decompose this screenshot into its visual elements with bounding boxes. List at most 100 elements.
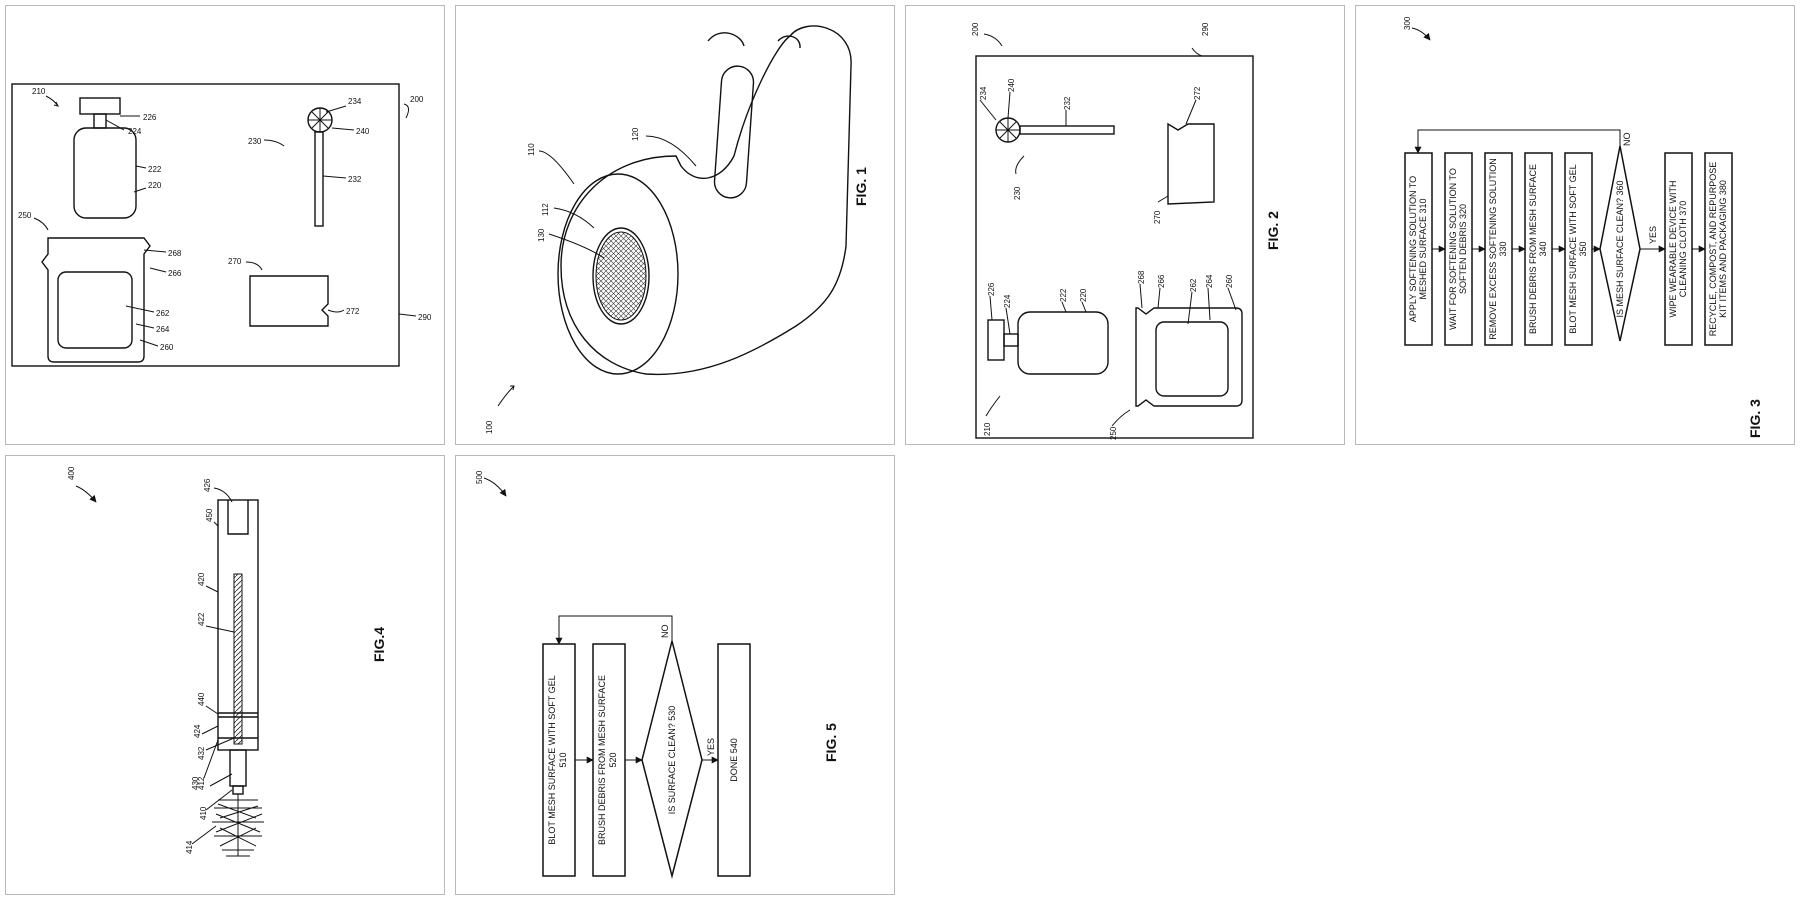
ref-430: 430: [191, 776, 200, 790]
fig2-ref-232: 232: [1063, 96, 1072, 110]
fig2-bottle: [987, 311, 1109, 375]
svg-text:350: 350: [1578, 241, 1588, 256]
ref-422: 422: [197, 612, 206, 626]
panel-fig2: 200 290 234 240 232 230 272 270 226 224 …: [905, 5, 1345, 445]
ref-226: 226: [143, 113, 157, 122]
fig5-ref-500: 500: [475, 470, 484, 484]
fig3-ref-300: 300: [1403, 16, 1412, 30]
svg-text:APPLY SOFTENING SOLUTION TO: APPLY SOFTENING SOLUTION TO: [1408, 176, 1418, 322]
fig2-gel-container: [1135, 307, 1243, 407]
ref-400: 400: [67, 466, 76, 480]
kit-overview-drawing: 210 226 224 222 220 230 234 240 232 200 …: [11, 83, 432, 367]
fig3-step-380: RECYCLE, COMPOST, AND REPURPOSE KIT ITEM…: [1704, 152, 1733, 346]
fig3-step-330: REMOVE EXCESS SOFTENING SOLUTION 330: [1484, 152, 1513, 346]
fig2-ref-260: 260: [1225, 274, 1234, 288]
ref-220: 220: [148, 181, 162, 190]
fig2-brush: [995, 117, 1115, 143]
ref-110: 110: [527, 143, 536, 156]
svg-text:BRUSH DEBRIS FROM MESH SURFACE: BRUSH DEBRIS FROM MESH SURFACE: [1528, 164, 1538, 334]
ref-272: 272: [346, 307, 360, 316]
fig1-leaders: [497, 135, 697, 407]
ref-200: 200: [410, 95, 424, 104]
gel-container-260: [41, 237, 151, 363]
fig2-ref-234: 234: [979, 86, 988, 100]
ref-270: 270: [228, 257, 242, 266]
ref-420: 420: [197, 572, 206, 586]
fig4-brush-drawing: 400 426 450 420 422 440 424 432 412 430 …: [67, 466, 387, 857]
svg-text:KIT ITEMS AND PACKAGING 380: KIT ITEMS AND PACKAGING 380: [1718, 180, 1728, 318]
fig5-label: FIG. 5: [823, 723, 839, 762]
fig3-yes-label: YES: [1648, 226, 1658, 244]
fig2-ref-240: 240: [1007, 78, 1016, 92]
fig3-step-310: APPLY SOFTENING SOLUTION TO MESHED SURFA…: [1404, 152, 1433, 346]
ref-432: 432: [197, 746, 206, 760]
fig5-flowchart: 500 BLOT MESH SURFACE WITH SOFT GEL 510 …: [475, 470, 839, 879]
fig2-ref-266: 266: [1157, 274, 1166, 288]
fig2-ref-262: 262: [1189, 278, 1198, 292]
fig3-step-350: BLOT MESH SURFACE WITH SOFT GEL 350: [1564, 152, 1593, 346]
ref-230: 230: [248, 137, 262, 146]
ref-234: 234: [348, 97, 362, 106]
fig3-no-label: NO: [1622, 133, 1632, 147]
svg-text:BRUSH DEBRIS FROM MESH SURFACE: BRUSH DEBRIS FROM MESH SURFACE: [597, 675, 607, 845]
svg-text:510: 510: [558, 752, 568, 767]
fig2-ref-226: 226: [987, 282, 996, 296]
fig4-label: FIG.4: [371, 627, 387, 662]
fig5-decision-530: IS SURFACE CLEAN? 530: [641, 640, 703, 879]
svg-text:REMOVE EXCESS SOFTENING SOLUTI: REMOVE EXCESS SOFTENING SOLUTION: [1488, 158, 1498, 340]
fig3-step-370: WIPE WEARABLE DEVICE WITH CLEANING CLOTH…: [1664, 152, 1693, 346]
ref-112: 112: [541, 203, 550, 216]
fig2-ref-268: 268: [1137, 270, 1146, 284]
fig2-ref-290: 290: [1201, 22, 1210, 36]
svg-text:IS SURFACE CLEAN? 530: IS SURFACE CLEAN? 530: [667, 706, 677, 815]
ref-120: 120: [631, 127, 640, 141]
fig2-ref-200: 200: [971, 22, 980, 36]
ref-440: 440: [197, 692, 206, 706]
svg-text:WIPE WEARABLE DEVICE WITH: WIPE WEARABLE DEVICE WITH: [1668, 180, 1678, 317]
fig2-ref-224: 224: [1003, 294, 1012, 308]
svg-text:BLOT MESH SURFACE WITH SOFT GE: BLOT MESH SURFACE WITH SOFT GEL: [1568, 164, 1578, 333]
bottle-220: [73, 97, 137, 219]
svg-text:520: 520: [608, 752, 618, 767]
fig3-flowchart: 300 APPLY SOFTENING SOLUTION TO MESHED S…: [1403, 16, 1763, 438]
ref-268: 268: [168, 249, 182, 258]
panel-fig4: 400 426 450 420 422 440 424 432 412 430 …: [5, 455, 445, 895]
fig2-leaders: [979, 33, 1237, 427]
ref-232: 232: [348, 175, 362, 184]
fig2-ref-264: 264: [1205, 274, 1214, 288]
ref-250: 250: [18, 211, 32, 220]
fig2-ref-270: 270: [1153, 210, 1162, 224]
ref-426: 426: [203, 478, 212, 492]
svg-text:330: 330: [1498, 241, 1508, 256]
fig5-yes-label: YES: [706, 738, 716, 756]
ref-224: 224: [128, 127, 142, 136]
fig4-leaders: [75, 485, 235, 845]
panel-kit-overview: 210 226 224 222 220 230 234 240 232 200 …: [5, 5, 445, 445]
svg-text:RECYCLE, COMPOST, AND REPURPOS: RECYCLE, COMPOST, AND REPURPOSE: [1708, 162, 1718, 337]
fig5-step-520: BRUSH DEBRIS FROM MESH SURFACE 520: [592, 643, 626, 877]
ref-266: 266: [168, 269, 182, 278]
leader-lines: [33, 95, 417, 347]
svg-text:SOFTEN DEBRIS 320: SOFTEN DEBRIS 320: [1458, 204, 1468, 294]
ref-412: 412: [197, 776, 206, 790]
fig5-no-label: NO: [660, 625, 670, 639]
fig1-label: FIG. 1: [853, 167, 869, 206]
fig1-earbud-drawing: 110 120 112 130 100 FIG. 1: [485, 25, 869, 434]
svg-text:340: 340: [1538, 241, 1548, 256]
brush-body-420: [217, 499, 259, 795]
svg-text:DONE 540: DONE 540: [729, 738, 739, 782]
ref-210: 210: [32, 87, 46, 96]
ref-290: 290: [418, 313, 432, 322]
ref-424: 424: [193, 724, 202, 738]
fig2-package-outline: [975, 55, 1254, 439]
kit-package-outline: [11, 83, 400, 367]
svg-text:IS MESH SURFACE CLEAN? 360: IS MESH SURFACE CLEAN? 360: [1615, 180, 1625, 317]
fig2-ref-272: 272: [1193, 86, 1202, 100]
ref-240: 240: [356, 127, 370, 136]
fig5-step-510: BLOT MESH SURFACE WITH SOFT GEL 510: [542, 643, 576, 877]
cleaning-cloth-270: [249, 275, 329, 327]
fig5-connectors: [555, 615, 719, 764]
svg-text:MESHED SURFACE 310: MESHED SURFACE 310: [1418, 198, 1428, 299]
ref-414: 414: [185, 840, 194, 854]
fig3-decision-360: IS MESH SURFACE CLEAN? 360: [1599, 145, 1641, 342]
